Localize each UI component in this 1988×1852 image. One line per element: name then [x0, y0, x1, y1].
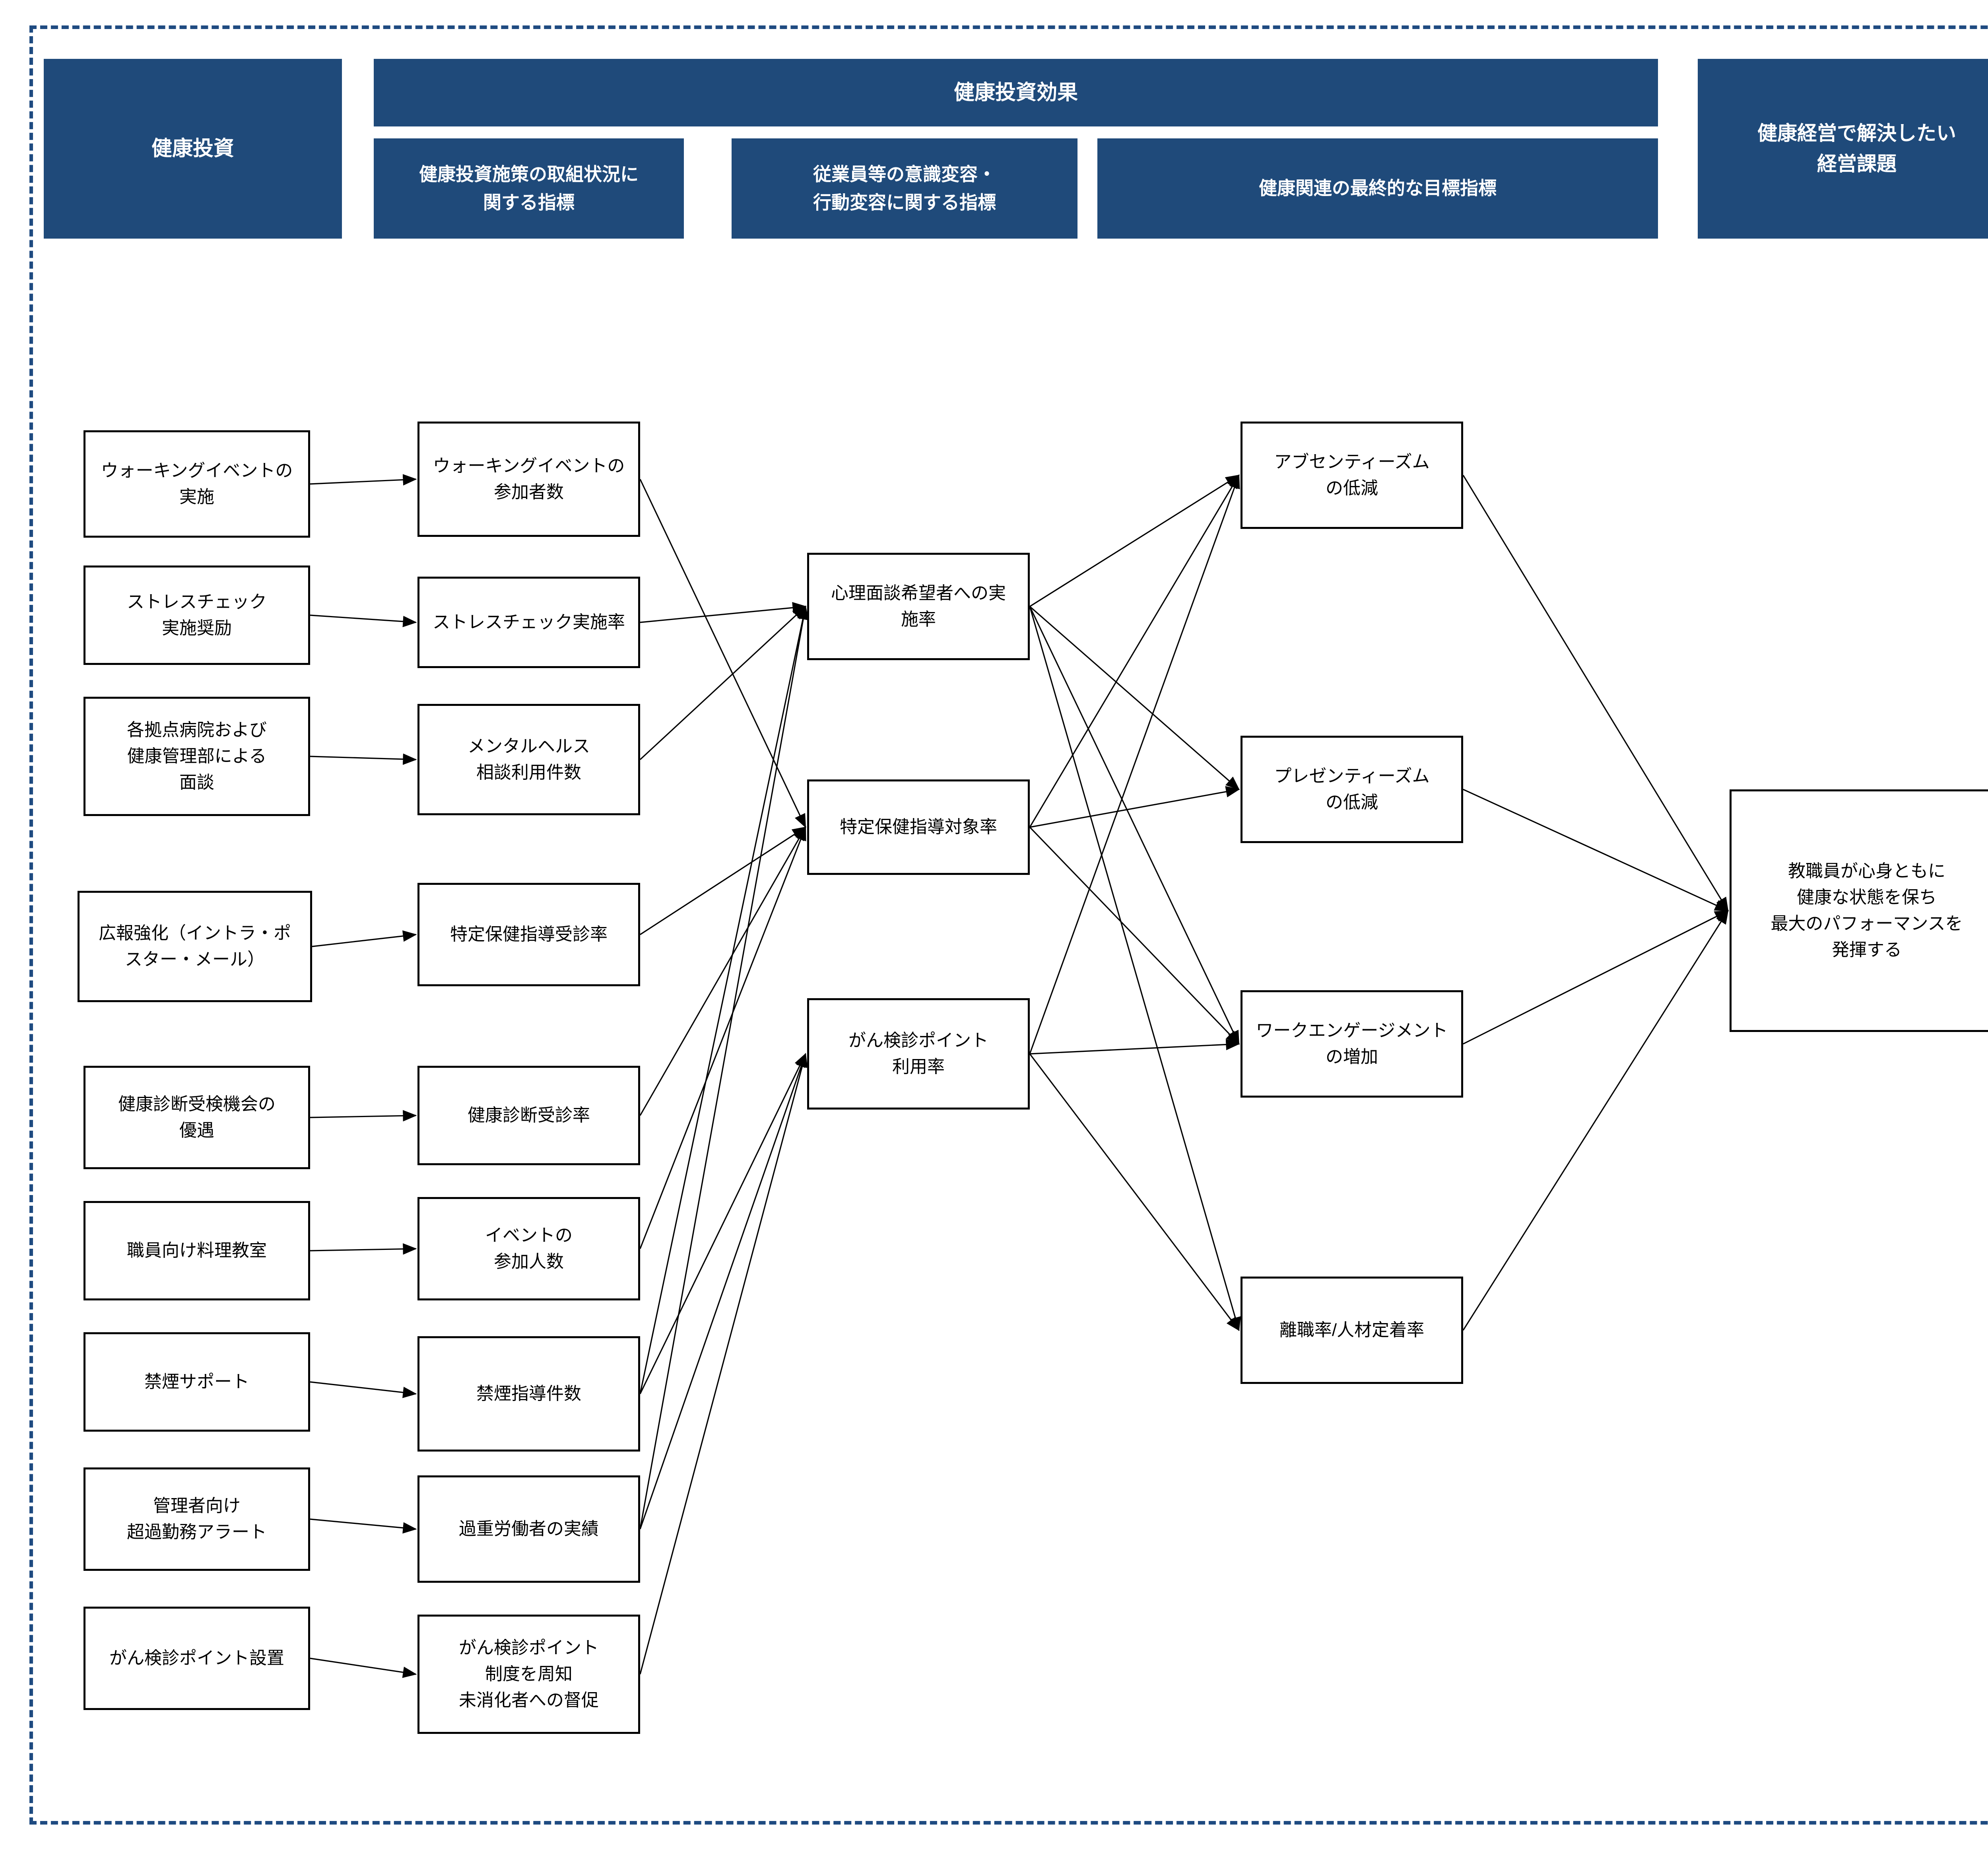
node-label: 職員向け料理教室 [127, 1241, 267, 1260]
header-investment-label: 健康投資 [151, 137, 234, 160]
header-investment: 健康投資 [44, 59, 342, 239]
investment-node-inv6[interactable]: 職員向け料理教室 [83, 1201, 310, 1300]
header-effort-indicators: 健康投資施策の取組状況に関する指標 [374, 138, 684, 239]
node-label: ウォーキングイベントの実施 [101, 461, 293, 507]
final-goal-node-goal3[interactable]: ワークエンゲージメントの増加 [1241, 990, 1463, 1098]
node-label: 管理者向け超過勤務アラート [127, 1496, 267, 1542]
node-label: 過重労働者の実績 [459, 1519, 599, 1539]
node-label: ウォーキングイベントの参加者数 [433, 456, 625, 502]
node-label: ワークエンゲージメントの増加 [1256, 1021, 1448, 1067]
effort-indicator-node-eff8[interactable]: 過重労働者の実績 [417, 1475, 640, 1583]
node-label: 心理面談希望者への実施率 [831, 583, 1006, 629]
node-label: 禁煙サポート [144, 1372, 249, 1391]
effort-indicator-node-eff5[interactable]: 健康診断受診率 [417, 1066, 640, 1165]
effort-indicator-node-eff9[interactable]: がん検診ポイント制度を周知未消化者への督促 [417, 1615, 640, 1734]
header-final-goals: 健康関連の最終的な目標指標 [1097, 138, 1658, 239]
header-management-issue: 健康経営で解決したい経営課題 [1698, 59, 1988, 239]
node-label: プレゼンティーズムの低減 [1274, 766, 1430, 812]
node-label: 教職員が心身ともに健康な状態を保ち最大のパフォーマンスを発揮する [1771, 861, 1963, 960]
node-label: 特定保健指導対象率 [840, 817, 997, 837]
node-label: がん検診ポイント利用率 [848, 1031, 988, 1077]
header-final-goals-label: 健康関連の最終的な目標指標 [1259, 178, 1497, 199]
behavior-indicator-node-beh2[interactable]: 特定保健指導対象率 [807, 779, 1030, 875]
node-label: 禁煙指導件数 [476, 1384, 581, 1403]
header-behavior-indicators: 従業員等の意識変容・行動変容に関する指標 [732, 138, 1077, 239]
header-behavior-indicators-label: 従業員等の意識変容・行動変容に関する指標 [813, 163, 996, 213]
node-label: 健康診断受診率 [468, 1106, 590, 1125]
header-effort-indicators-label: 健康投資施策の取組状況に関する指標 [419, 163, 639, 213]
investment-node-inv4[interactable]: 広報強化（イントラ・ポスター・メール） [78, 891, 312, 1002]
node-label: ストレスチェック実施率 [433, 612, 625, 632]
node-label: 健康診断受検機会の優遇 [118, 1094, 276, 1140]
header-management-issue-label: 健康経営で解決したい経営課題 [1757, 122, 1956, 175]
final-goal-node-goal2[interactable]: プレゼンティーズムの低減 [1241, 736, 1463, 843]
node-label: ストレスチェック実施奨励 [127, 592, 267, 638]
node-label: 各拠点病院および健康管理部による面談 [127, 720, 267, 792]
investment-node-inv7[interactable]: 禁煙サポート [83, 1332, 310, 1432]
final-goal-node-goal1[interactable]: アブセンティーズムの低減 [1241, 422, 1463, 529]
node-label: アブセンティーズムの低減 [1274, 452, 1430, 498]
behavior-indicator-node-beh3[interactable]: がん検診ポイント利用率 [807, 998, 1030, 1110]
header-effect-group-label: 健康投資効果 [953, 81, 1078, 104]
effort-indicator-node-eff2[interactable]: ストレスチェック実施率 [417, 577, 640, 668]
effort-indicator-node-eff6[interactable]: イベントの参加人数 [417, 1197, 640, 1300]
investment-node-inv3[interactable]: 各拠点病院および健康管理部による面談 [83, 697, 310, 816]
effort-indicator-node-eff4[interactable]: 特定保健指導受診率 [417, 883, 640, 986]
investment-node-inv1[interactable]: ウォーキングイベントの実施 [83, 430, 310, 538]
node-label: イベントの参加人数 [485, 1226, 573, 1271]
investment-node-inv9[interactable]: がん検診ポイント設置 [83, 1607, 310, 1710]
investment-node-inv8[interactable]: 管理者向け超過勤務アラート [83, 1467, 310, 1571]
management-issue-node-issue1[interactable]: 教職員が心身ともに健康な状態を保ち最大のパフォーマンスを発揮する [1730, 789, 1988, 1032]
investment-node-inv2[interactable]: ストレスチェック実施奨励 [83, 566, 310, 665]
effort-indicator-node-eff3[interactable]: メンタルヘルス相談利用件数 [417, 704, 640, 815]
dashed-outer-frame [29, 25, 1988, 1825]
node-label: 特定保健指導受診率 [450, 925, 608, 944]
node-label: 広報強化（イントラ・ポスター・メール） [99, 923, 291, 969]
effort-indicator-node-eff1[interactable]: ウォーキングイベントの参加者数 [417, 422, 640, 537]
header-effect-group: 健康投資効果 [374, 59, 1658, 126]
node-label: がん検診ポイント設置 [109, 1648, 284, 1668]
node-label: メンタルヘルス相談利用件数 [468, 737, 590, 782]
behavior-indicator-node-beh1[interactable]: 心理面談希望者への実施率 [807, 553, 1030, 660]
node-label: がん検診ポイント制度を周知未消化者への督促 [459, 1638, 599, 1710]
investment-node-inv5[interactable]: 健康診断受検機会の優遇 [83, 1066, 310, 1169]
final-goal-node-goal4[interactable]: 離職率/人材定着率 [1241, 1277, 1463, 1384]
node-label: 離職率/人材定着率 [1279, 1320, 1425, 1340]
effort-indicator-node-eff7[interactable]: 禁煙指導件数 [417, 1336, 640, 1452]
